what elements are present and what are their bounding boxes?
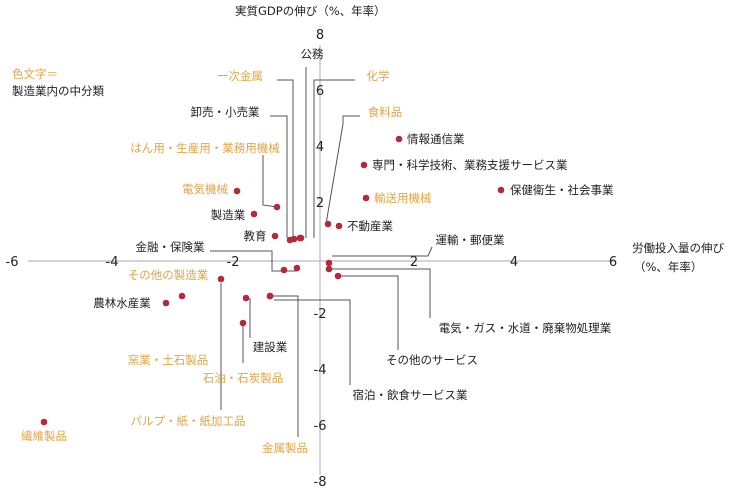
- x-tick-label: -6: [6, 255, 19, 270]
- y-tick-label: 6: [316, 84, 324, 99]
- data-point: [233, 187, 241, 195]
- data-points: [40, 135, 505, 426]
- data-point: [271, 232, 279, 240]
- point-label: 宿泊・飲食サービス業: [353, 388, 468, 402]
- leader-line: [272, 295, 299, 437]
- y-tick-label: -8: [314, 475, 327, 490]
- leader-line: [274, 299, 351, 385]
- point-label: 公務: [301, 47, 324, 61]
- point-label: 情報通信業: [407, 132, 465, 146]
- point-label: 農林水産業: [93, 296, 151, 310]
- y-tick-label: 4: [316, 140, 324, 155]
- y-tick-label: -4: [314, 363, 327, 378]
- point-label: 食料品: [368, 105, 403, 119]
- point-label: 保健衛生・社会事業: [510, 183, 614, 197]
- data-point: [239, 319, 247, 327]
- point-label: パルプ・紙・紙加工品: [131, 414, 246, 428]
- data-point: [334, 272, 342, 280]
- y-tick-label: -6: [314, 419, 327, 434]
- data-point: [395, 135, 403, 143]
- data-point: [335, 222, 343, 230]
- legend-note-line1: 色文字＝: [12, 67, 58, 81]
- data-point: [324, 220, 332, 228]
- point-label: 繊維製品: [21, 429, 67, 443]
- x-tick-label: 6: [609, 255, 617, 270]
- point-label: 卸売・小売業: [191, 105, 260, 119]
- point-label: 化学: [367, 69, 390, 83]
- data-point: [325, 265, 333, 273]
- x-axis-title-line2: （%、年率）: [634, 260, 702, 274]
- data-point: [280, 266, 288, 274]
- data-point: [286, 236, 294, 244]
- data-point: [250, 210, 258, 218]
- leader-line: [262, 155, 278, 208]
- leader-line: [277, 79, 294, 238]
- point-label: 金属製品: [262, 441, 308, 455]
- data-point: [40, 418, 48, 426]
- legend-note-line2: 製造業内の中分類: [12, 84, 104, 98]
- leader-line: [325, 115, 360, 225]
- point-label: 石油・石炭製品: [203, 371, 284, 385]
- data-point: [242, 294, 250, 302]
- point-label: 建設業: [253, 340, 288, 354]
- point-label: 窯業・土石製品: [128, 353, 209, 367]
- data-point: [362, 194, 370, 202]
- point-label: 電気機械: [182, 182, 228, 196]
- data-point: [273, 203, 281, 211]
- x-tick-label: 2: [410, 255, 418, 270]
- leader-line: [270, 115, 288, 238]
- data-point: [162, 299, 170, 307]
- leader-line: [313, 79, 355, 238]
- point-label: 運輸・郵便業: [436, 233, 505, 247]
- x-tick-label: 4: [510, 255, 518, 270]
- x-tick-label: -2: [227, 255, 240, 270]
- data-point: [297, 234, 305, 242]
- data-point: [497, 186, 505, 194]
- point-label: 不動産業: [347, 219, 393, 233]
- leader-line: [332, 268, 431, 318]
- point-label: 製造業: [211, 208, 246, 222]
- y-tick-label: 2: [316, 196, 324, 211]
- leader-line: [340, 275, 399, 350]
- point-label: 電気・ガス・水道・廃棄物処理業: [439, 321, 612, 335]
- axes: -6 -4 -2 2 4 6 8 6 4 2 -2 -4 -6 -8: [6, 28, 618, 490]
- point-label: その他のサービス: [386, 353, 478, 367]
- x-axis-title-line1: 労働投入量の伸び: [632, 241, 724, 255]
- point-label: はん用・生産用・業務用機械: [130, 141, 280, 155]
- point-label: 専門・科学技術、業務支援サービス業: [372, 158, 568, 172]
- data-point: [178, 292, 186, 300]
- point-label: 教育: [244, 229, 267, 243]
- data-point: [293, 264, 301, 272]
- leader-line: [332, 246, 433, 257]
- y-tick-label: -2: [314, 307, 327, 322]
- x-tick-label: -4: [106, 255, 119, 270]
- point-label: 一次金属: [217, 69, 263, 83]
- data-point: [217, 275, 225, 283]
- y-axis-title: 実質GDPの伸び（%、年率）: [235, 4, 386, 18]
- point-label: 輸送用機械: [374, 191, 432, 205]
- data-point: [266, 292, 274, 300]
- data-point: [325, 259, 333, 267]
- data-point: [360, 161, 368, 169]
- point-label: その他の製造業: [128, 268, 209, 282]
- y-tick-label: 8: [316, 28, 324, 43]
- point-label: 金融・保険業: [136, 240, 205, 254]
